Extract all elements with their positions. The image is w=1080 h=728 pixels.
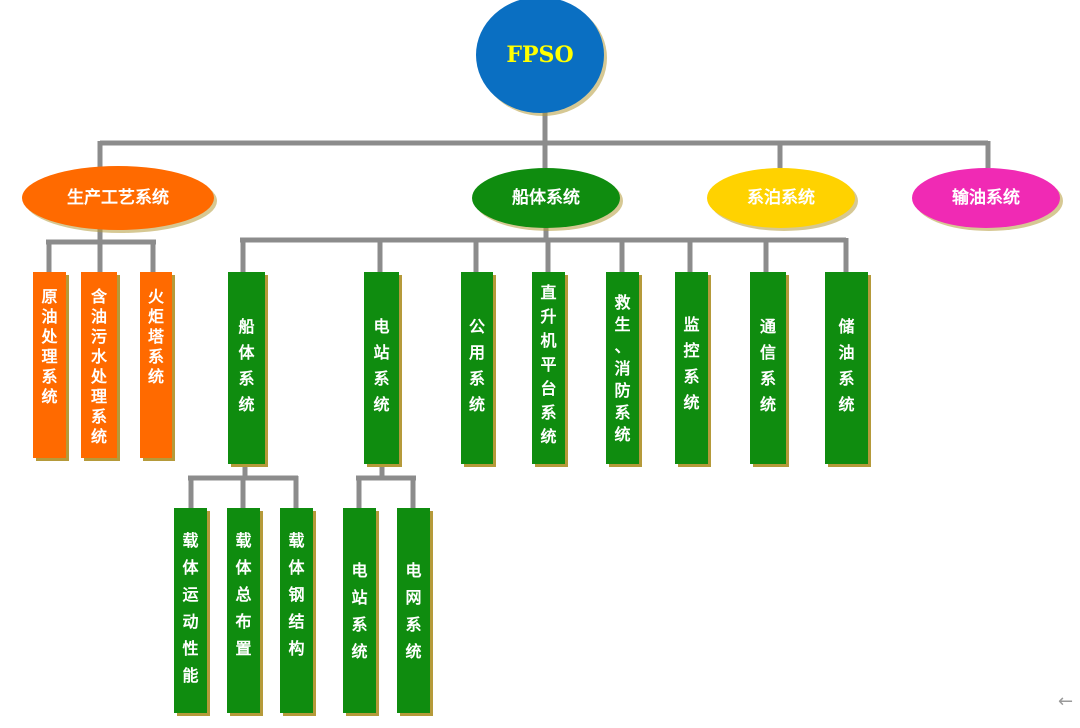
hull-child-5[interactable]: 监控系统 [675,272,711,467]
hull-child-3[interactable]: 直升机平台系统 [532,272,568,467]
production-child-2[interactable]: 火炬塔系统 [140,272,175,461]
diagram-nodes: FPSO生产工艺系统船体系统系泊系统输油系统原油处理系统含油污水处理系统火炬塔系… [22,0,1063,716]
fpso-root-node[interactable]: FPSO [476,0,607,116]
hull-child-5-label: 监控系统 [683,315,699,412]
hull-subchild-1[interactable]: 载体总布置 [227,508,263,716]
hull-child-4-label: 救生、消防系统 [614,293,630,444]
power-subchild-0[interactable]: 电站系统 [343,508,379,716]
production-child-1[interactable]: 含油污水处理系统 [81,272,120,461]
production-child-1-label: 含油污水处理系统 [90,287,108,446]
level1-node-production[interactable]: 生产工艺系统 [22,166,217,233]
arrow-left-icon[interactable]: ← [1058,691,1074,712]
hull-child-1[interactable]: 电站系统 [364,272,402,467]
level1-node-production-label: 生产工艺系统 [67,187,169,208]
hull-subchild-0-label: 载体运动性能 [182,531,199,685]
hull-subchild-1-label: 载体总布置 [235,531,252,658]
hull-child-7[interactable]: 储油系统 [825,272,871,467]
hull-child-0-label: 船体系统 [238,317,255,414]
power-subchild-1[interactable]: 电网系统 [397,508,433,716]
level1-node-mooring[interactable]: 系泊系统 [707,168,858,231]
hull-child-6[interactable]: 通信系统 [750,272,789,467]
hull-subchild-2-label: 载体钢结构 [287,531,305,658]
level1-node-hull-label: 船体系统 [512,187,580,208]
power-subchild-1-label: 电网系统 [405,561,421,661]
hull-subchild-0[interactable]: 载体运动性能 [174,508,210,716]
power-subchild-0-label: 电站系统 [351,561,367,661]
hull-child-7-label: 储油系统 [837,317,854,414]
level1-node-mooring-label: 系泊系统 [747,187,815,208]
hull-child-6-label: 通信系统 [760,317,776,414]
level1-node-offloading-label: 输油系统 [952,187,1020,208]
hull-child-0[interactable]: 船体系统 [228,272,268,467]
production-child-2-label: 火炬塔系统 [148,287,165,386]
level1-node-offloading[interactable]: 输油系统 [912,168,1063,231]
hull-child-1-label: 电站系统 [373,317,389,414]
hull-subchild-2[interactable]: 载体钢结构 [280,508,316,716]
fpso-root-node-label: FPSO [506,42,573,68]
production-child-0-label: 原油处理系统 [40,287,58,406]
level1-node-hull[interactable]: 船体系统 [472,168,623,231]
hull-child-2[interactable]: 公用系统 [461,272,496,467]
hull-child-2-label: 公用系统 [469,317,485,414]
hull-child-4[interactable]: 救生、消防系统 [606,272,642,467]
production-child-0[interactable]: 原油处理系统 [33,272,69,461]
hull-child-3-label: 直升机平台系统 [540,283,556,446]
